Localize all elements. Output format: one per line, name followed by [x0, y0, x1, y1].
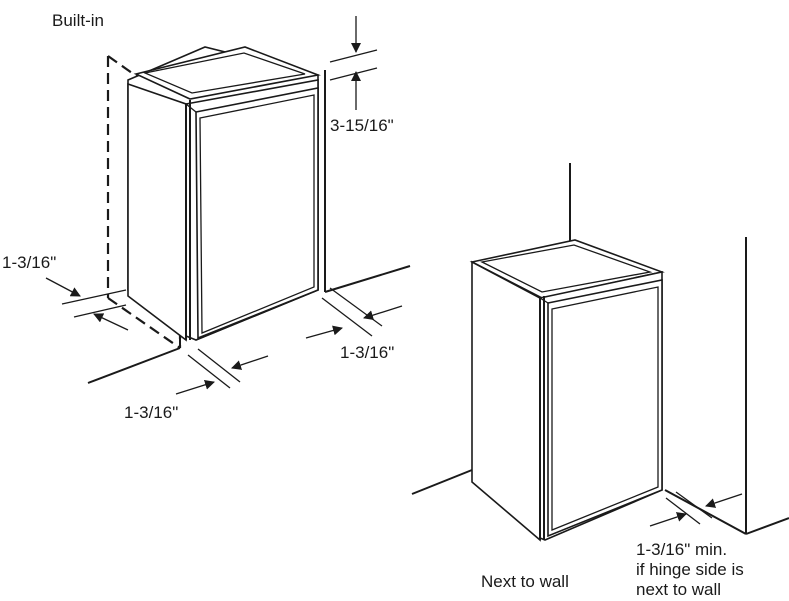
right-gap-dimension: 1-3/16": [305, 287, 403, 362]
hinge-note-line3: next to wall: [636, 580, 721, 599]
next-to-wall-refrigerator: [469, 239, 665, 542]
floor-line-right: [324, 265, 411, 293]
side-wall-floor: [664, 489, 747, 535]
left-gap-dimension: 1-3/16": [2, 253, 129, 331]
top-clearance-dimension: 3-15/16": [329, 16, 394, 135]
hinge-gap-dimension: [649, 491, 743, 527]
builtin-illustration: Built-in: [2, 11, 411, 422]
bottom-gap-label: 1-3/16": [124, 403, 178, 422]
builtin-refrigerator: [127, 46, 321, 342]
top-clearance-label: 3-15/16": [330, 116, 394, 135]
hinge-note-line2: if hinge side is: [636, 560, 744, 579]
floor-line-left-2: [411, 469, 473, 495]
side-wall-floor-right: [745, 517, 789, 535]
builtin-title: Built-in: [52, 11, 104, 30]
bottom-gap-dimension: 1-3/16": [124, 348, 269, 422]
hinge-note-line1: 1-3/16" min.: [636, 540, 727, 559]
left-gap-label: 1-3/16": [2, 253, 56, 272]
right-gap-label: 1-3/16": [340, 343, 394, 362]
next-to-wall-illustration: Next to wall 1-3/16" min. if hinge side …: [411, 163, 789, 599]
floor-line-left: [87, 347, 181, 384]
next-to-wall-title: Next to wall: [481, 572, 569, 591]
